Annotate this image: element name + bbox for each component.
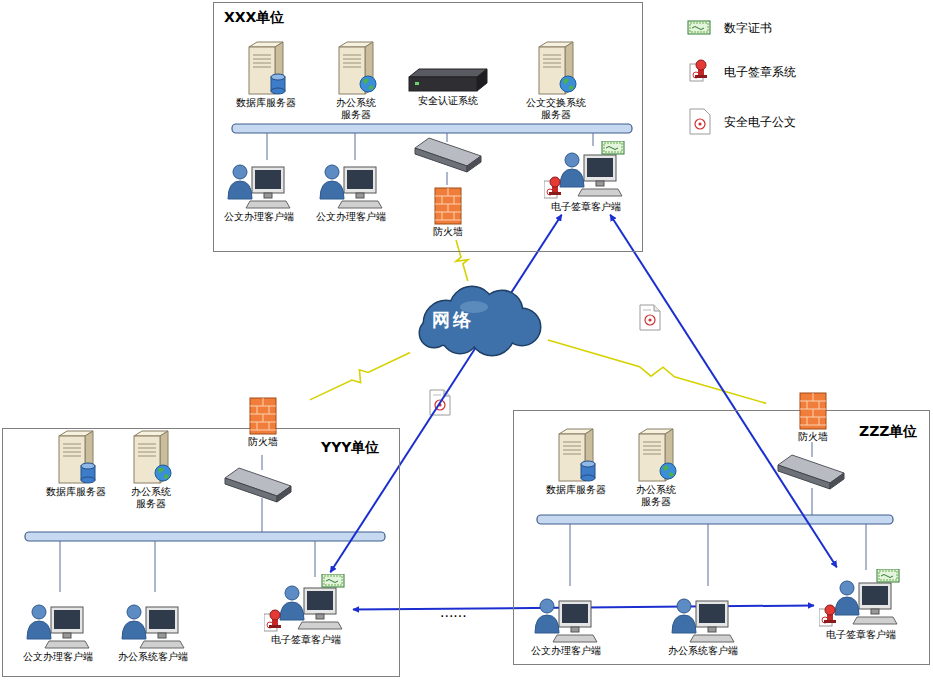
unit-box: YYY单位数据库服务器办公系统 服务器 防火墙公文办理客户端 办公系统客户端 电子签章… (2, 428, 400, 677)
device-label: 防火墙 (433, 226, 463, 238)
device-label: 数据库服务器 (46, 486, 106, 498)
device-node: 安全认证系统 (403, 65, 493, 107)
device-node: 电子签章客户端 (816, 569, 906, 641)
server-db-icon (551, 426, 601, 484)
device-label: 公文办理客户端 (316, 211, 386, 223)
wan-link (548, 340, 766, 403)
client-icon (118, 593, 188, 651)
sig-icon (819, 569, 903, 629)
firewall-icon (248, 396, 278, 436)
legend-text: 电子签章系统 (724, 64, 796, 81)
device-node: 电子签章客户端 (261, 574, 351, 646)
device-label: 公文办理客户端 (23, 651, 93, 663)
device-node: 防火墙 (768, 391, 858, 443)
client-icon (531, 587, 601, 645)
server-db-icon (241, 39, 291, 97)
legend-row: 数字证书 (684, 14, 772, 42)
device-label: 公文办理客户端 (531, 645, 601, 657)
client-icon (668, 587, 738, 645)
server-db-icon (51, 428, 101, 486)
legend-sample (684, 58, 714, 86)
device-label: 防火墙 (798, 431, 828, 443)
device-label: 办公系统客户端 (118, 651, 188, 663)
box-icon (405, 65, 491, 95)
network-cloud: 网络 (412, 283, 546, 357)
device-node: 办公系统 服务器 (106, 428, 196, 510)
device-label: 公文办理客户端 (224, 211, 294, 223)
client-icon (316, 153, 386, 211)
unit-heading: YYY单位 (321, 439, 379, 457)
device-node: 防火墙 (403, 186, 493, 238)
client-icon (23, 593, 93, 651)
device-node: 数据库服务器 (221, 39, 311, 109)
device-label: 电子签章客户端 (826, 629, 896, 641)
device-node: 公文办理客户端 (306, 153, 396, 223)
device-label: 办公系统 服务器 (323, 97, 389, 121)
device-label: 数据库服务器 (236, 97, 296, 109)
firewall-icon (433, 186, 463, 226)
device-label: 办公系统 服务器 (623, 484, 689, 508)
legend-text: 安全电子公文 (724, 114, 796, 131)
ellipsis-label: ...... (440, 604, 467, 620)
device-node: 防火墙 (218, 396, 308, 448)
device-node: 办公系统 服务器 (611, 426, 701, 508)
device-label: 安全认证系统 (418, 95, 478, 107)
legend-sample (684, 108, 714, 136)
device-label: 办公系统客户端 (668, 645, 738, 657)
legend-row: 电子签章系统 (684, 58, 796, 86)
server-web-icon (126, 428, 176, 486)
device-node: 公文办理客户端 (214, 153, 304, 223)
device-label: 办公系统 服务器 (118, 486, 184, 510)
firewall-icon (798, 391, 828, 431)
device-node: 公文办理客户端 (13, 593, 103, 663)
server-web-icon (631, 426, 681, 484)
sig-icon (264, 574, 348, 634)
legend-text: 数字证书 (724, 20, 772, 37)
legend-sample (684, 14, 714, 42)
device-node: 公文交换系统 服务器 (511, 39, 601, 121)
device-label: 防火墙 (248, 436, 278, 448)
client-icon (224, 153, 294, 211)
device-node: 办公系统客户端 (108, 593, 198, 663)
sig-icon (544, 141, 628, 201)
server-web-icon (331, 39, 381, 97)
legend-row: 安全电子公文 (684, 108, 796, 136)
device-label: 公文交换系统 服务器 (523, 97, 589, 121)
device-node: 数据库服务器 (531, 426, 621, 496)
lan-zzz (537, 442, 893, 586)
secure-document-icon (640, 305, 660, 330)
wan-link (310, 352, 410, 399)
device-node: 数据库服务器 (31, 428, 121, 498)
device-node: 办公系统 服务器 (311, 39, 401, 121)
wan-link (456, 240, 468, 281)
server-web-icon (531, 39, 581, 97)
device-node: 办公系统客户端 (658, 587, 748, 657)
unit-box: ZZZ单位数据库服务器 办公系统 服务器 防火墙公文办理客户端 办公系统客户端 电子签章… (513, 410, 930, 665)
unit-heading: XXX单位 (224, 9, 284, 27)
device-label: 电子签章客户端 (551, 201, 621, 213)
device-node: 电子签章客户端 (541, 141, 631, 213)
cloud-label: 网络 (432, 308, 474, 332)
device-node: 公文办理客户端 (521, 587, 611, 657)
device-label: 电子签章客户端 (271, 634, 341, 646)
unit-heading: ZZZ单位 (859, 423, 917, 441)
signature-exchange-arrow (610, 215, 837, 568)
device-label: 数据库服务器 (546, 484, 606, 496)
signature-exchange-arrow (330, 215, 561, 573)
unit-box: XXX单位数据库服务器 办公系统 服务器 安全认证系统 公文交换系统 服务器公文办理客… (213, 2, 643, 252)
